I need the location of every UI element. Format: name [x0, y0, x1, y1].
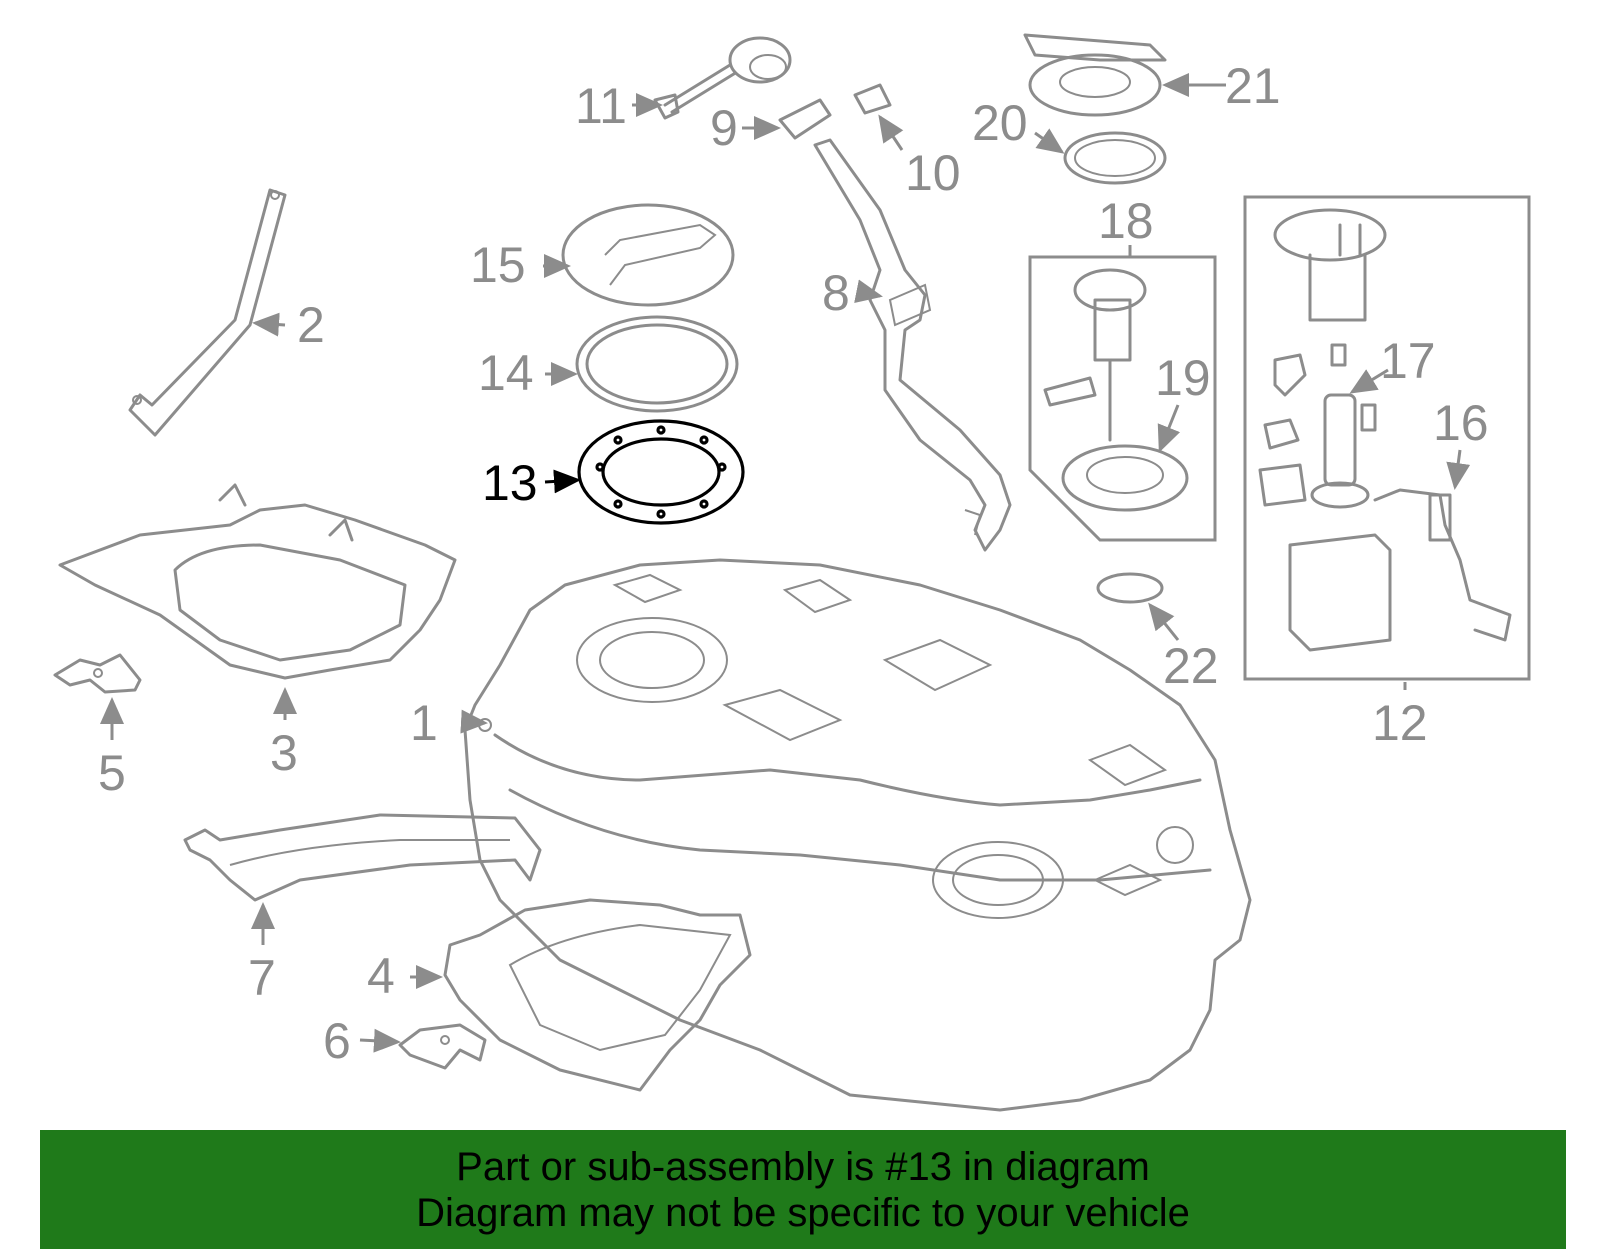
- callout-18: 18: [1098, 193, 1154, 249]
- part-10-cap: [853, 83, 892, 115]
- part-9-clip: [778, 98, 832, 140]
- part-19-gasket: [1061, 444, 1189, 512]
- callout-5: 5: [98, 745, 126, 801]
- callout-12: 12: [1372, 695, 1428, 751]
- part-22-plug: [1096, 572, 1164, 604]
- part-13-retainer-ring: [577, 419, 745, 525]
- callout-22: 22: [1163, 638, 1219, 694]
- part-5-bracket: [53, 653, 142, 694]
- callout-1: 1: [410, 695, 438, 751]
- callout-6: 6: [323, 1013, 351, 1069]
- callout-10: 10: [905, 145, 961, 201]
- callout-arrows: [100, 73, 1471, 1053]
- part-2-strap: [128, 188, 287, 437]
- callout-4: 4: [367, 948, 395, 1004]
- callout-16: 16: [1433, 395, 1489, 451]
- callout-8: 8: [822, 265, 850, 321]
- part-3-heat-shield: [58, 483, 457, 680]
- part-6-bracket: [398, 1023, 487, 1070]
- callout-21: 21: [1225, 58, 1281, 114]
- callout-9: 9: [710, 100, 738, 156]
- callout-13: 13: [482, 455, 538, 511]
- callout-11: 11: [575, 78, 627, 134]
- part-18-sender-assembly: [1028, 255, 1217, 542]
- callout-labels: 1 2 3 4 5 6 7 8 9 10 11 12 13 14 15 16 1…: [98, 58, 1489, 1069]
- callout-17: 17: [1380, 333, 1436, 389]
- callout-19: 19: [1155, 350, 1211, 406]
- callout-2: 2: [297, 297, 325, 353]
- banner-line-part: Part or sub-assembly is #13 in diagram: [456, 1145, 1150, 1189]
- callout-20: 20: [972, 95, 1028, 151]
- part-15-cover-plate: [561, 203, 735, 307]
- callout-7: 7: [248, 950, 276, 1006]
- callout-15: 15: [470, 237, 526, 293]
- callout-3: 3: [270, 725, 298, 781]
- part-8-filler-pipe: [813, 138, 1012, 552]
- part-11-fuel-cap: [653, 36, 792, 120]
- part-14-gasket: [575, 315, 739, 413]
- part-4-lower-shield: [443, 898, 752, 1092]
- callout-14: 14: [478, 345, 534, 401]
- info-banner: Part or sub-assembly is #13 in diagram D…: [40, 1130, 1566, 1249]
- part-7-protector: [183, 813, 542, 902]
- part-12-pump-assembly: [1243, 195, 1531, 681]
- part-20-gasket: [1063, 131, 1167, 185]
- part-21-flange-cover: [1023, 33, 1167, 117]
- part-1-fuel-tank: [463, 558, 1252, 1112]
- banner-line-disclaimer: Diagram may not be specific to your vehi…: [416, 1191, 1190, 1235]
